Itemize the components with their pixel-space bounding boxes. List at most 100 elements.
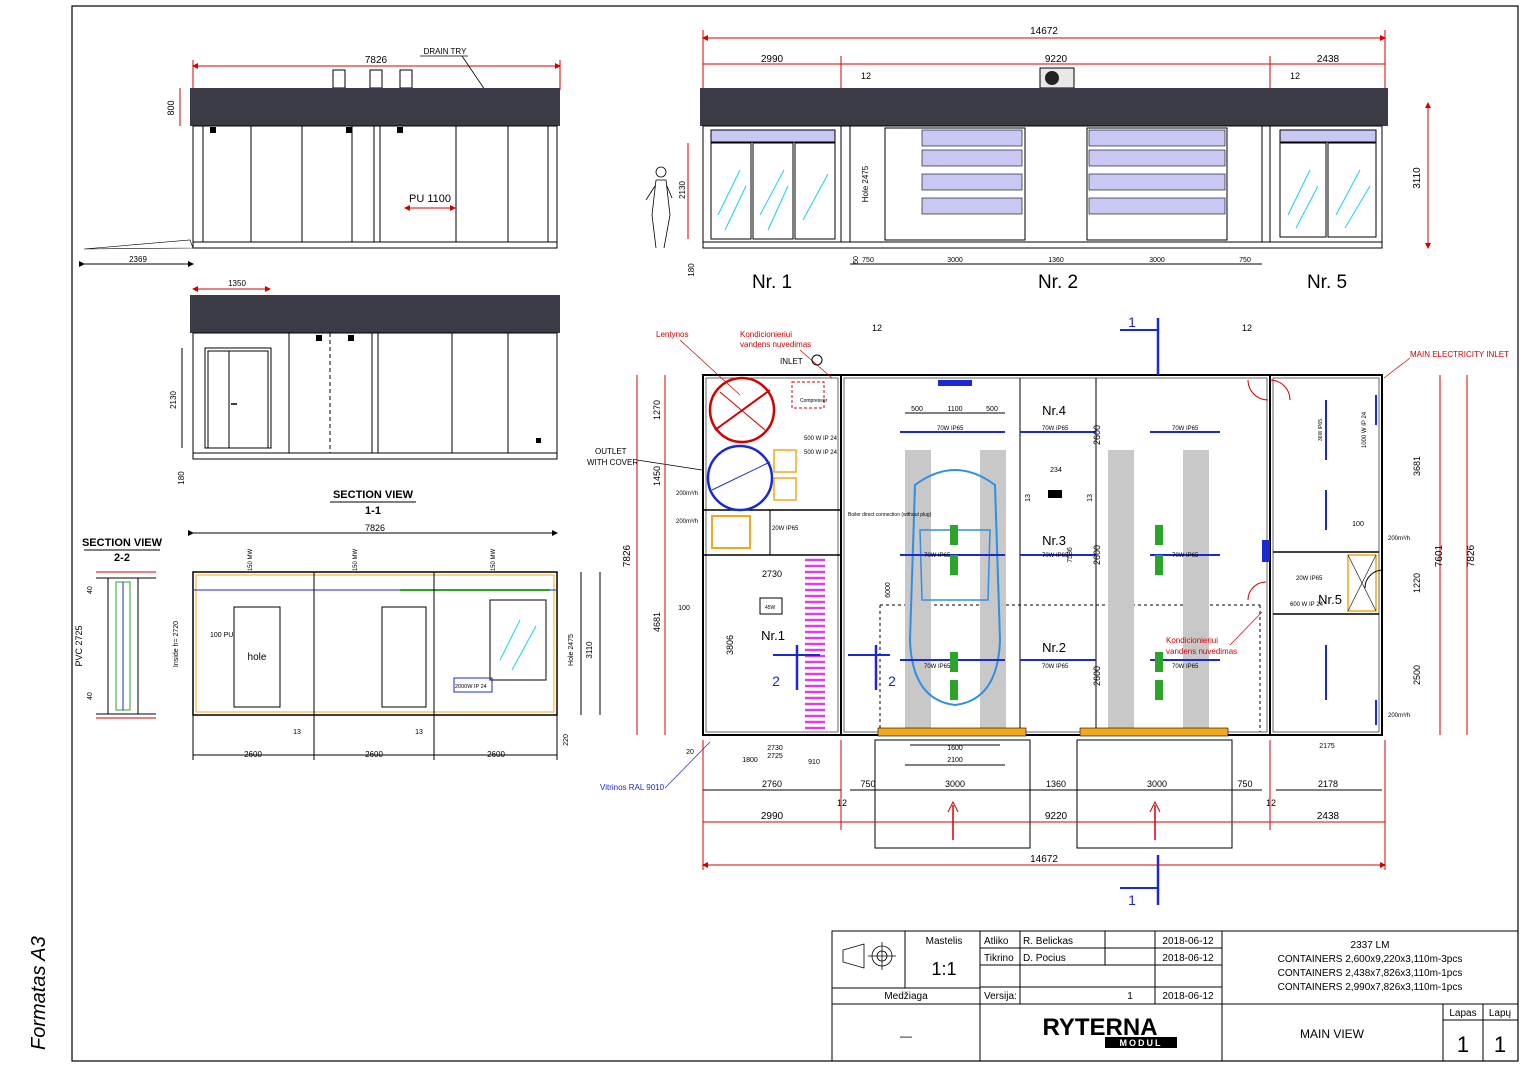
light-label-70g: 70W IP65 — [924, 664, 951, 670]
top-left-width-label: 7826 — [365, 55, 388, 66]
plan-d2600b: 2600 — [1092, 545, 1102, 565]
tb-project-no: 2337 LM — [1351, 940, 1390, 951]
callout-inlet: INLET — [780, 357, 803, 366]
front-seg1-label: 2990 — [761, 54, 784, 65]
company-logo-sub: MODUL — [1120, 1038, 1163, 1048]
plan-d2730b: 2730 — [767, 745, 783, 752]
plan-d2175: 2175 — [1319, 743, 1335, 750]
front-sub-1: 750 — [862, 257, 874, 264]
plan-bseg-2: 9220 — [1045, 811, 1068, 822]
callout-kond1-l2: vandens nuvedimas — [740, 340, 811, 349]
plan-bsub-4: 3000 — [1147, 779, 1167, 789]
mw-top-3: 150 MW — [491, 548, 497, 571]
s11-bottom-3: 2600 — [487, 750, 505, 759]
plan-d1100: 1100 — [947, 406, 962, 413]
plan-d500a: 500 — [911, 406, 923, 413]
plan-airflow-a: 200m³/h — [676, 491, 698, 497]
s11-gap-2: 13 — [415, 729, 423, 736]
callout-vitrinos: Vitrinos RAL 9010 — [600, 783, 665, 792]
tb-versija-date: 2018-06-12 — [1162, 991, 1214, 1002]
section-11-light: 2000W IP 24 — [455, 684, 487, 690]
plan-left-1450: 1450 — [652, 466, 662, 486]
drain-try-label: DRAIN TRY — [424, 47, 467, 56]
section-11-sub: 1-1 — [365, 505, 381, 517]
plan-airflow-b: 200m³/h — [676, 519, 698, 525]
front-right-height: 3110 — [1412, 167, 1423, 189]
section-marker-right: 2 — [888, 673, 896, 689]
plan-d7586: 7586 — [1067, 547, 1074, 563]
light-label-70e: 70W IP65 — [1042, 553, 1069, 559]
tb-tikrino-date: 2018-06-12 — [1162, 953, 1214, 964]
section-height-label: 3110 — [585, 641, 594, 659]
projection-symbol-icon — [842, 942, 896, 970]
front-gap1-label: 12 — [861, 71, 871, 81]
door-width-label: 1350 — [228, 279, 246, 288]
hole-height-label: Hole 2475 — [568, 634, 575, 666]
plan-gap-12b: 12 — [1242, 323, 1252, 333]
section-22-dim-bottom: 40 — [87, 692, 94, 700]
callout-main-inlet: MAIN ELECTRICITY INLET — [1410, 350, 1509, 359]
tb-desc-2: CONTAINERS 2,438x7,826x3,110m-1pcs — [1278, 968, 1463, 979]
light-label-45: 45W — [765, 605, 776, 611]
plan-bsub-5: 750 — [1237, 779, 1252, 789]
plan-d2730: 2730 — [762, 569, 782, 579]
mw-top-2: 150 MW — [353, 548, 359, 571]
tb-mastelis-label: Mastelis — [926, 936, 963, 947]
light-label-70a: 70W IP65 — [937, 426, 964, 432]
plan-gap-12c: 12 — [837, 798, 847, 808]
base-height-label: 180 — [177, 471, 186, 485]
section-22-dim-top: 40 — [87, 586, 94, 594]
tb-desc-1: CONTAINERS 2,600x9,220x3,110m-3pcs — [1278, 954, 1463, 965]
front-base2-label: 50 — [853, 256, 860, 264]
plan-bsub-3: 1360 — [1046, 779, 1066, 789]
light-label-36: 36W IP65 — [1318, 419, 1324, 441]
callout-kond2-l1: Kondicionieriui — [1166, 636, 1218, 645]
tb-atliko-date: 2018-06-12 — [1162, 936, 1214, 947]
sheet-frame — [71, 5, 1519, 1062]
tb-desc-3: CONTAINERS 2,990x7,826x3,110m-1pcs — [1278, 982, 1463, 993]
tb-tikrino-label: Tikrino — [984, 953, 1014, 964]
plan-bottom-total: 14672 — [1030, 854, 1058, 865]
front-sub-2: 3000 — [947, 257, 963, 264]
front-sub-4: 3000 — [1149, 257, 1165, 264]
room-nr3: Nr.3 — [1042, 533, 1066, 548]
section-marker-top: 1 — [1128, 314, 1136, 330]
sheet-format-label: Formatas A3 — [28, 936, 50, 1050]
light-label-70d: 70W IP65 — [924, 553, 951, 559]
elevation-label-nr1: Nr. 1 — [752, 272, 792, 293]
car-outline — [908, 469, 1002, 707]
tb-medziaga-value: — — [900, 1029, 912, 1043]
section-marker-left: 2 — [772, 673, 780, 689]
callout-lentynos: Lentynos — [656, 330, 688, 339]
pu-small-label: 100 PU — [210, 632, 233, 639]
plan-left-total: 7826 — [622, 544, 633, 567]
plan-bsub-2: 3000 — [945, 779, 965, 789]
tb-sheet-title: MAIN VIEW — [1300, 1027, 1365, 1041]
elevation-label-nr5: Nr. 5 — [1307, 272, 1347, 293]
plan-d13a: 13 — [1087, 494, 1094, 502]
light-label-70i: 70W IP65 — [1172, 664, 1199, 670]
room-nr5: Nr.5 — [1318, 592, 1342, 607]
plan-bsub-1: 750 — [860, 779, 875, 789]
front-total-label: 14672 — [1030, 26, 1058, 37]
elevation-front: 14672 2990 9220 2438 12 12 — [645, 26, 1431, 293]
plan-d234: 234 — [1050, 467, 1062, 474]
plan-gap-12d: 12 — [1266, 798, 1276, 808]
plan-d100: 100 — [678, 605, 690, 612]
plan-d2725: 2725 — [767, 753, 783, 760]
roof-band — [190, 295, 560, 333]
section-marker-bottom: 1 — [1128, 892, 1136, 908]
roof-height-label: 800 — [166, 100, 176, 115]
tb-tikrino-name: D. Pocius — [1023, 953, 1066, 964]
s11-gap-1: 13 — [293, 729, 301, 736]
front-seg3-label: 2438 — [1317, 54, 1340, 65]
front-sub-5: 750 — [1239, 257, 1251, 264]
callout-boiler: Boiler direct connection (without plug) — [848, 512, 932, 518]
light-label-70c: 70W IP65 — [1172, 426, 1199, 432]
plan-d1800: 1800 — [742, 757, 758, 764]
callout-kond2-l2: vandens nuvedimas — [1166, 647, 1237, 656]
callout-outlet-l1: OUTLET — [595, 447, 627, 456]
plan-left-1270: 1270 — [652, 400, 662, 420]
plan-gap-12a: 12 — [872, 323, 882, 333]
